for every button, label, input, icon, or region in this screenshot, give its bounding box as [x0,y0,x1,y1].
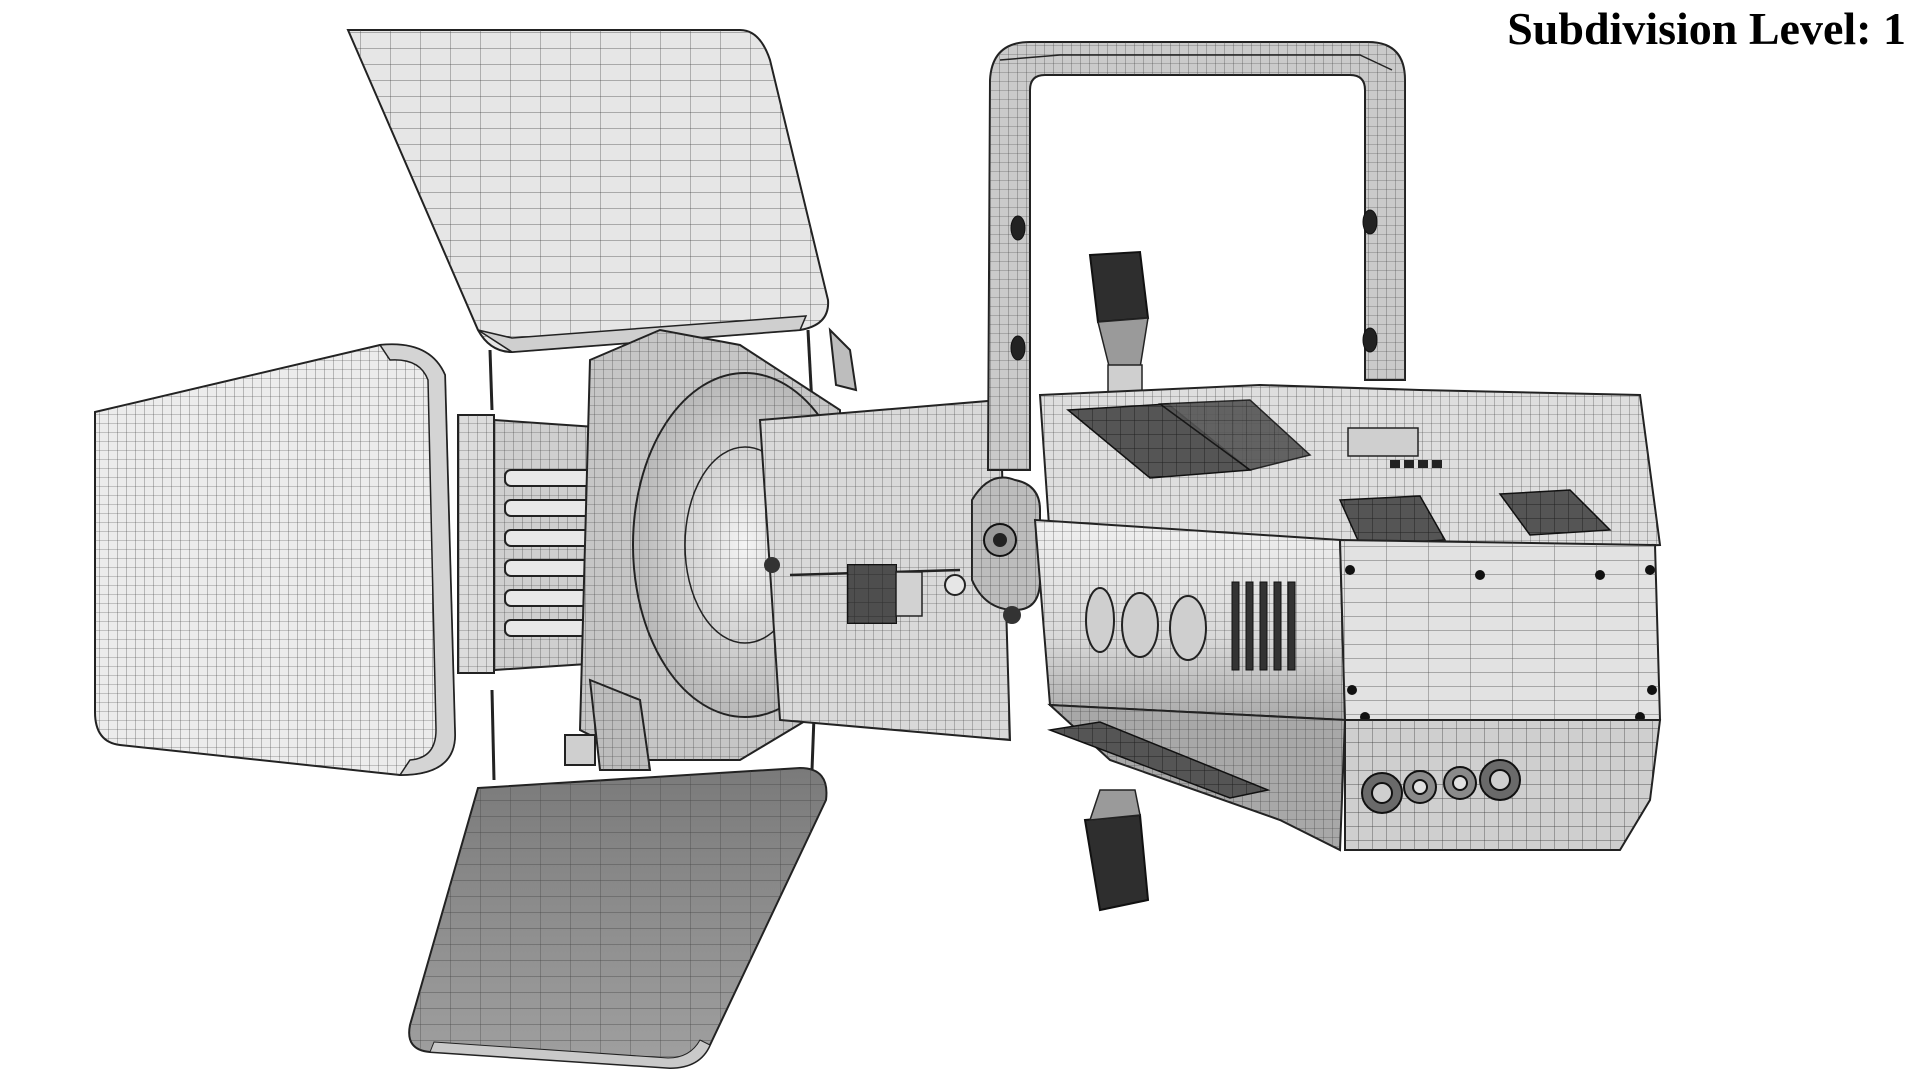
barn-door-left [94,343,457,777]
barn-door-top [346,29,830,354]
handle-bottom [1083,789,1150,912]
handle-top [1088,250,1150,396]
fixture-body [1033,383,1662,852]
yoke [971,41,1406,624]
focus-knob [847,564,966,624]
bottom-bracket [564,678,652,771]
barn-door-bottom [408,766,828,1070]
top-fin [828,327,858,392]
connector-ports [1361,759,1521,814]
subdivision-level-label: Subdivision Level: 1 [1507,3,1906,54]
